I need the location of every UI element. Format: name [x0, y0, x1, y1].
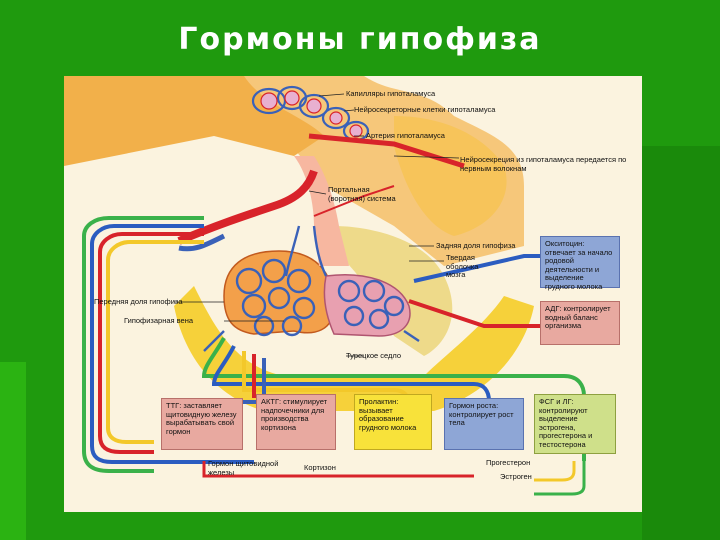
background-stripe — [642, 146, 720, 540]
box-prolactin: Пролактин: вызывает образование грудного… — [354, 394, 432, 450]
leader-lines — [174, 93, 460, 357]
box-tsh: ТТГ: заставляет щитовидную железу выраба… — [161, 398, 243, 450]
background-stripe — [0, 362, 26, 540]
label-artery: Артерия гипоталамуса — [366, 131, 445, 140]
label-posterior: Задняя доля гипофиза — [436, 241, 516, 250]
label-sella: Турецкое седло — [346, 351, 402, 360]
label-estrogen: Эстроген — [500, 472, 532, 481]
box-adh: АДГ: контролирует водный баланс организм… — [540, 301, 620, 345]
slide-title: Гормоны гипофиза — [178, 22, 542, 57]
label-anterior: Передняя доля гипофиза — [94, 297, 183, 306]
pituitary-diagram: Капилляры гипоталамуса Нейросекреторные … — [64, 76, 642, 512]
box-growth: Гормон роста: контролирует рост тела — [444, 398, 524, 450]
box-fsh-lh: ФСГ и ЛГ: контролируют выделение эстроге… — [534, 394, 616, 454]
label-capillaries: Капилляры гипоталамуса — [346, 89, 436, 98]
label-neurosecretory: Нейросекреторные клетки гипоталамуса — [354, 105, 496, 114]
label-cortisol: Кортизон — [304, 463, 336, 472]
label-vein: Гипофизарная вена — [124, 316, 194, 325]
label-dura: Твердая оболочка мозга — [446, 253, 479, 279]
label-neurosecretion: Нейросекреция из гипоталамуса передается… — [460, 155, 627, 173]
box-oxytocin: Окситоцин: отвечает за начало родовой де… — [540, 236, 620, 291]
label-thyroid-hormone: Гормон щитовидной железы — [208, 459, 279, 477]
label-portal: Портальная (воротная) система — [328, 185, 396, 203]
diagram-artwork — [64, 76, 586, 496]
label-progesterone: Прогестерон — [486, 458, 531, 467]
box-acth: АКТГ: стимулирует надпочечники для произ… — [256, 394, 336, 450]
